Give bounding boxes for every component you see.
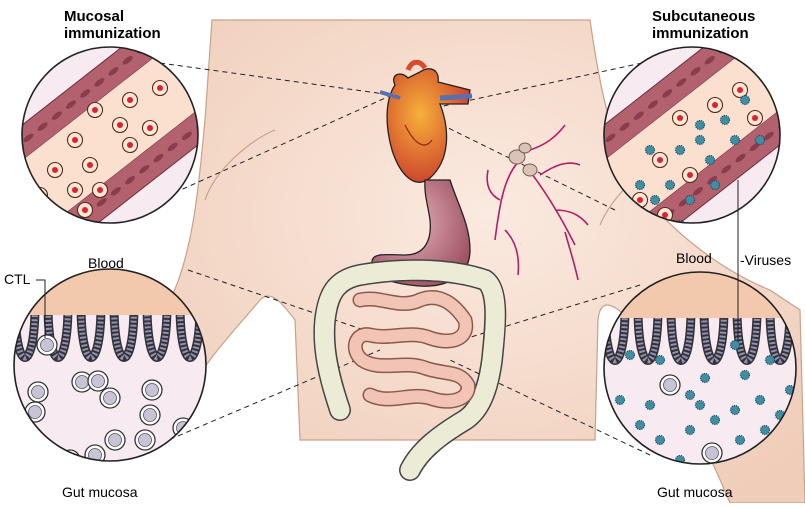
ctl-nucleus xyxy=(72,137,78,143)
virus-particle xyxy=(646,461,655,470)
virus-particle xyxy=(731,406,740,415)
subcutaneous-title-line1: Subcutaneous xyxy=(652,8,755,25)
ctl-nucleus xyxy=(92,375,105,388)
ctl-nucleus xyxy=(72,187,78,193)
blood-left-label: Blood xyxy=(88,255,124,271)
virus-particle xyxy=(711,181,720,190)
virus-particle xyxy=(696,401,705,410)
ctl-nucleus xyxy=(146,384,159,397)
ctl-nucleus xyxy=(637,197,643,203)
virus-particle xyxy=(656,436,665,445)
ctl-nucleus xyxy=(37,192,43,198)
virus-particle xyxy=(756,136,765,145)
virus-particle xyxy=(741,96,750,105)
endothelial-cell xyxy=(53,230,66,241)
virus-particle xyxy=(761,426,770,435)
virus-particle xyxy=(766,356,775,365)
endothelial-cell xyxy=(39,241,52,252)
ctl-nucleus xyxy=(29,406,42,419)
virus-particle xyxy=(736,436,745,445)
endothelial-cell xyxy=(0,154,6,165)
viruses-label: -Viruses xyxy=(740,252,791,268)
gut-right-label: Gut mucosa xyxy=(657,484,732,500)
ctl-nucleus xyxy=(87,162,93,168)
virus-particle xyxy=(646,401,655,410)
ctl-nucleus xyxy=(104,392,117,405)
ctl-nucleus xyxy=(109,434,122,447)
ctl-nucleus xyxy=(706,447,719,460)
virus-particle xyxy=(636,421,645,430)
ctl-nucleus xyxy=(752,115,758,121)
ctl-cell xyxy=(150,460,170,480)
ctl-nucleus xyxy=(144,409,157,422)
lymph-node xyxy=(519,143,531,153)
endothelial-cell xyxy=(164,21,177,32)
ctl-nucleus xyxy=(664,379,677,392)
virus-particle xyxy=(706,156,715,165)
virus-particle xyxy=(701,374,710,383)
virus-particle xyxy=(646,146,655,155)
endothelial-cell xyxy=(8,143,21,154)
gut-left-label: Gut mucosa xyxy=(62,484,137,500)
subcutaneous-title: Subcutaneous immunization xyxy=(652,8,755,42)
virus-particle xyxy=(711,416,720,425)
ctl-nucleus xyxy=(737,87,743,93)
mucosal-title-line2: immunization xyxy=(64,25,161,42)
virus-particle xyxy=(721,116,730,125)
endothelial-cell xyxy=(791,108,804,119)
ctl-nucleus xyxy=(117,122,123,128)
ctl-nucleus xyxy=(157,85,163,91)
virus-particle xyxy=(666,181,675,190)
virus-particle xyxy=(686,196,695,205)
virus-particle xyxy=(606,421,615,430)
virus-particle xyxy=(616,396,625,405)
ctl-nucleus xyxy=(127,97,133,103)
ctl-nucleus xyxy=(127,142,133,148)
mucosal-title: Mucosal immunization xyxy=(64,8,161,42)
virus-particle xyxy=(626,351,635,360)
endothelial-cell xyxy=(67,219,80,230)
subcutaneous-title-line2: immunization xyxy=(652,25,755,42)
ctl-nucleus xyxy=(687,172,693,178)
virus-particle xyxy=(756,396,765,405)
virus-particle xyxy=(696,136,705,145)
ctl-nucleus xyxy=(76,376,89,389)
ctl-nucleus xyxy=(147,125,153,131)
virus-particle xyxy=(731,341,740,350)
ctl-nucleus xyxy=(662,212,668,218)
ctl-nucleus xyxy=(97,187,103,193)
lymph-node xyxy=(523,164,537,176)
virus-particle xyxy=(636,181,645,190)
virus-particle xyxy=(686,391,695,400)
ctl-nucleus xyxy=(677,115,683,121)
ctl-nucleus xyxy=(82,207,88,213)
virus-particle xyxy=(741,371,750,380)
ctl-nucleus xyxy=(32,386,45,399)
ctl-nucleus xyxy=(657,157,663,163)
ctl-nucleus xyxy=(41,339,54,352)
blood-right-label: Blood xyxy=(676,250,712,266)
ctl-nucleus xyxy=(92,107,98,113)
virus-particle xyxy=(731,136,740,145)
virus-particle xyxy=(651,196,660,205)
virus-particle xyxy=(686,426,695,435)
virus-particle xyxy=(696,121,705,130)
mucosal-title-line1: Mucosal xyxy=(64,8,161,25)
virus-particle xyxy=(676,146,685,155)
virus-particle xyxy=(656,356,665,365)
ctl-nucleus xyxy=(712,102,718,108)
ctl-label: CTL xyxy=(4,271,30,287)
ctl-nucleus xyxy=(139,434,152,447)
ctl-nucleus xyxy=(52,167,58,173)
ctl-nucleus xyxy=(64,454,77,467)
ctl-nucleus xyxy=(154,464,167,477)
